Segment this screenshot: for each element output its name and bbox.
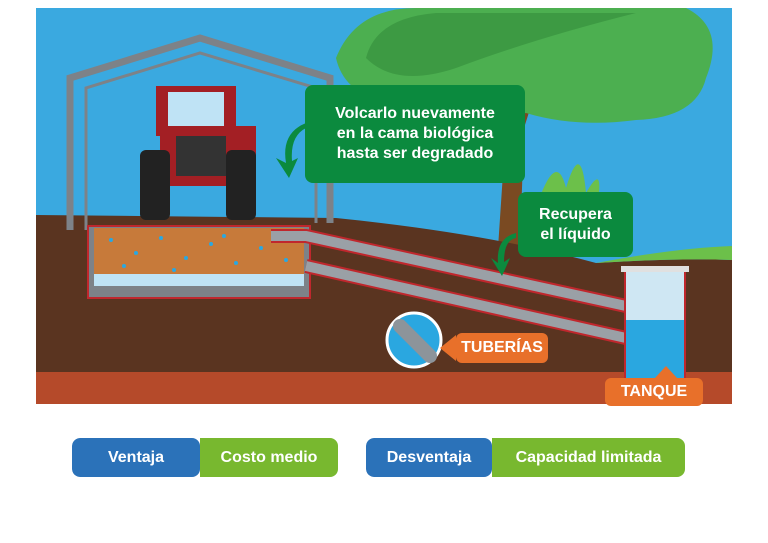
callout-recover: Recupera el líquido xyxy=(518,192,633,257)
pipe-icon xyxy=(393,319,437,363)
callout-line: Recupera xyxy=(539,205,612,223)
arrow-down-icon xyxy=(276,123,306,178)
advantage-value: Costo medio xyxy=(200,438,338,477)
advantage-label: Ventaja xyxy=(72,438,200,477)
callout-line: hasta ser degradado xyxy=(336,145,494,162)
tractor xyxy=(140,86,256,220)
callout-line: Volcarlo nuevamente xyxy=(335,105,495,122)
arrow-down-icon xyxy=(491,233,516,276)
label-pipes: TUBERÍAS xyxy=(456,333,548,363)
pipes xyxy=(271,229,628,345)
disadvantage-label: Desventaja xyxy=(366,438,492,477)
callout-line: el líquido xyxy=(540,225,611,243)
arrow-up-icon xyxy=(655,366,677,378)
grass xyxy=(596,246,732,263)
advantage-pill: Ventaja Costo medio xyxy=(72,438,338,477)
disadvantage-pill: Desventaja Capacidad limitada xyxy=(366,438,685,477)
callout-line: en la cama biológica xyxy=(336,125,494,142)
tank xyxy=(621,266,689,383)
arrow-left-icon xyxy=(440,335,456,361)
label-tank: TANQUE xyxy=(605,378,703,406)
callout-rebed: Volcarlo nuevamente en la cama biológica… xyxy=(305,85,525,183)
disadvantage-value: Capacidad limitada xyxy=(492,438,685,477)
